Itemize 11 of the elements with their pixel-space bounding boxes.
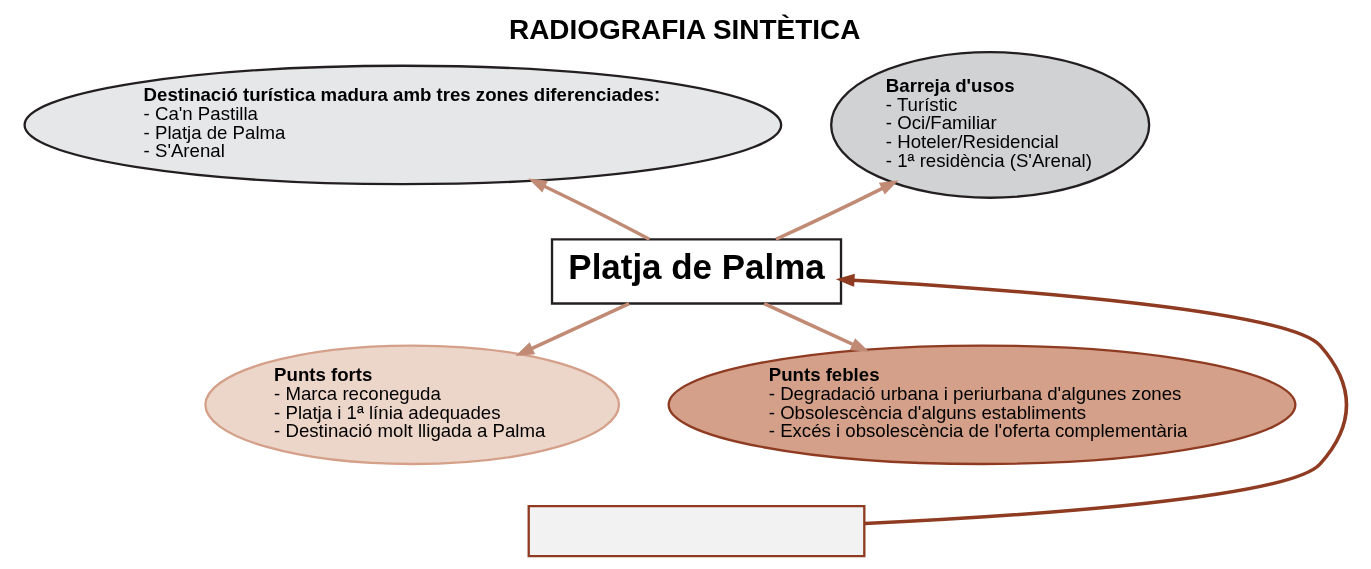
arrow (528, 178, 651, 241)
arrow (515, 302, 630, 357)
arrow (775, 180, 899, 241)
node-ellipse: Destinació turística madura amb tres zones diferenciades: - Ca'n Pastilla - Platja de Palma - S'Arenal (23, 64, 783, 186)
arrow (763, 302, 870, 352)
arrow (835, 273, 1349, 526)
node-box: Platja de Palma (550, 238, 843, 305)
node-ellipse: Punts febles - Degradació urbana i periurbana d'algunes zones - Obsolescència d'alguns establiments - Excés i obsolescència de l'oferta complementària (667, 344, 1297, 466)
diagram-title: RADIOGRAFIA SINTÈTICA (508, 13, 861, 45)
node-box (527, 504, 866, 558)
node-ellipse: Barreja d'usos - Turístic - Oci/Familiar - Hoteler/Residencial - 1ª residència (S'Arenal) (830, 51, 1151, 199)
